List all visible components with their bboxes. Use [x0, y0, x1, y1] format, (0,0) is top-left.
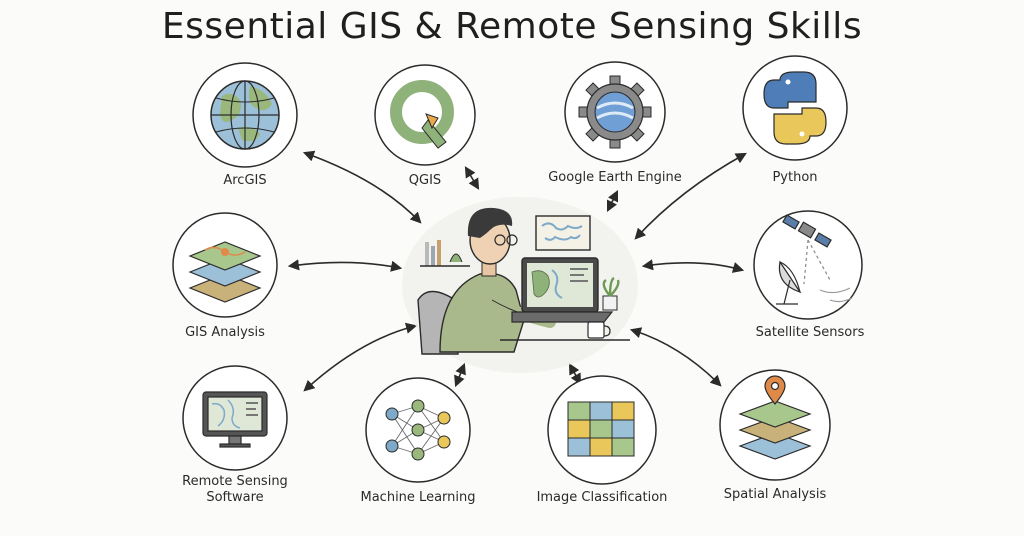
connector-satellite [641, 259, 745, 273]
monitor-map-icon [202, 391, 268, 448]
label-python: Python [772, 170, 818, 185]
label-qgis: QGIS [408, 173, 442, 188]
connector-image-class [568, 363, 582, 385]
label-ml: Machine Learning [360, 490, 476, 505]
diagram-title: Essential GIS & Remote Sensing Skills [161, 6, 863, 47]
gear-earth-icon [578, 75, 652, 149]
location-layers-icon [738, 375, 812, 460]
circle-qgis [374, 64, 476, 166]
map-layers-icon [188, 241, 262, 303]
label-rs-software: Remote Sensing Software [182, 474, 288, 505]
label-image-class: Image Classification [536, 490, 668, 505]
connector-arcgis [302, 150, 422, 224]
classified-grid-icon [567, 401, 635, 457]
globe-icon [210, 80, 280, 150]
connector-qgis [464, 166, 480, 190]
connector-python [634, 152, 747, 240]
connector-ml [454, 362, 466, 388]
label-satellite: Satellite Sensors [755, 325, 865, 340]
label-gis-analysis: GIS Analysis [185, 325, 265, 340]
label-arcgis: ArcGIS [223, 173, 267, 188]
connector-gis-analysis [287, 259, 403, 272]
analyst-at-laptop-illustration [402, 197, 638, 373]
connectors [287, 150, 747, 392]
connector-rs-software [303, 322, 418, 392]
python-logo-icon [763, 71, 827, 145]
qgis-logo-icon [390, 80, 454, 149]
label-spatial: Spatial Analysis [723, 487, 827, 502]
neural-network-icon [385, 399, 451, 461]
satellite-dish-icon [776, 214, 853, 305]
connector-gee [606, 189, 619, 213]
label-gee: Google Earth Engine [548, 170, 682, 185]
connector-spatial [629, 327, 722, 387]
